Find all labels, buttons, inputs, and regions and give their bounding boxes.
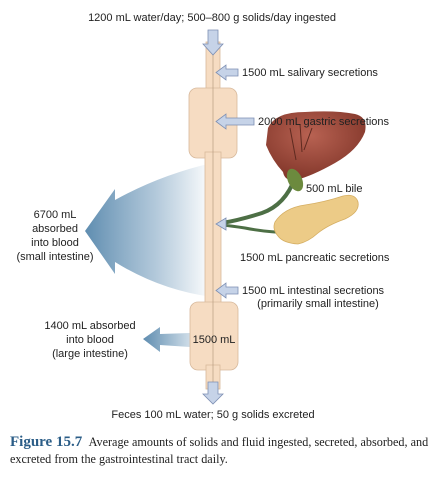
duct-entry-arrow [215, 217, 227, 231]
excretion-arrow [202, 381, 224, 405]
large-intestine-absorption-arrow [143, 327, 190, 352]
absorbed-small-label-line1: 6700 mL [34, 209, 77, 221]
liver-vessels [289, 123, 313, 161]
intestinal-secretion-arrow [215, 282, 239, 299]
figure-caption-text: Average amounts of solids and fluid inge… [10, 435, 429, 466]
bile-duct [220, 176, 297, 225]
bile-label: 500 mL bile [306, 183, 362, 195]
excreted-label: Feces 100 mL water; 50 g solids excreted [111, 409, 314, 421]
absorbed-large-label-line1: 1400 mL absorbed [44, 320, 135, 332]
salivary-label: 1500 mL salivary secretions [242, 67, 378, 79]
absorbed-small-label-line3: into blood [31, 237, 79, 249]
liver-icon [266, 111, 366, 181]
ingested-label: 1200 mL water/day; 500–800 g solids/day … [88, 12, 336, 24]
ingestion-arrow [202, 29, 224, 56]
absorbed-large-label-line3: (large intestine) [52, 348, 128, 360]
pancreas-icon [273, 194, 359, 245]
intestinal-label-line1: 1500 mL intestinal secretions [242, 285, 385, 297]
pancreatic-label: 1500 mL pancreatic secretions [240, 252, 390, 264]
small-intestine-absorption-fan [85, 163, 212, 297]
gastric-secretion-arrow [215, 113, 255, 130]
absorbed-large-label-line2: into blood [66, 334, 114, 346]
figure-label: Figure 15.7 [10, 434, 83, 450]
absorbed-small-label-line4: (small intestine) [16, 251, 93, 263]
figure-caption: Figure 15.7 Average amounts of solids an… [10, 434, 434, 468]
gallbladder-icon [286, 168, 304, 192]
gastric-label: 2000 mL gastric secretions [258, 116, 390, 128]
intestinal-label-line2: (primarily small intestine) [257, 298, 379, 310]
absorbed-small-label-line2: absorbed [32, 223, 78, 235]
large-intestine-volume-label: 1500 mL [193, 334, 236, 346]
salivary-secretion-arrow [215, 64, 239, 81]
